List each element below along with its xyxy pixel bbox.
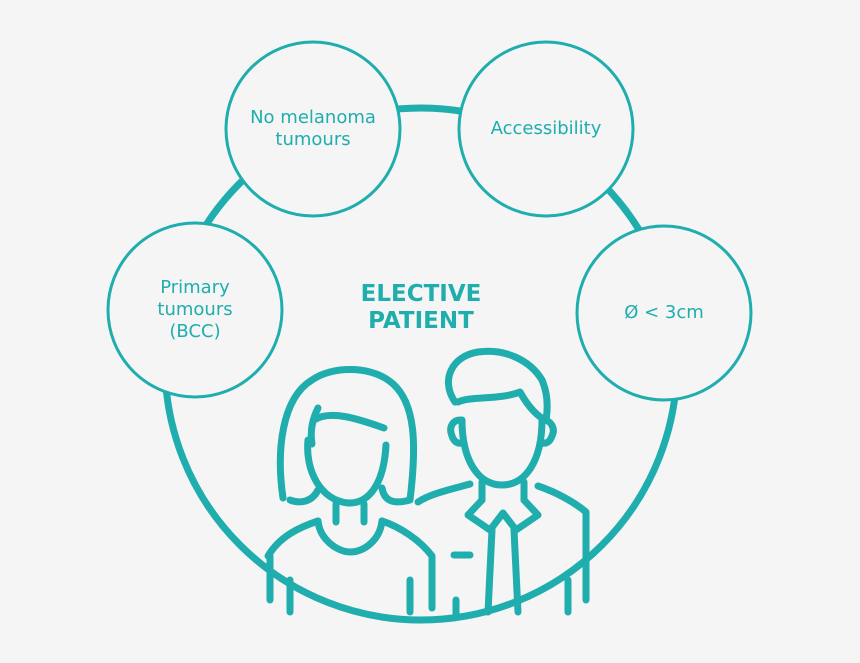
node-circle-primary-tumours (106, 221, 284, 399)
node-label-no-melanoma: No melanoma tumours (250, 107, 376, 150)
patients-couple-icon (264, 347, 590, 618)
node-label-accessibility: Accessibility (490, 118, 602, 139)
node-label-primary-tumours: Primary tumours (BCC) (157, 277, 233, 342)
woman-icon (264, 366, 436, 616)
center-label-elective-patient: ELECTIVE PATIENT (360, 281, 482, 334)
node-label-diameter: Ø < 3cm (624, 302, 704, 323)
node-circle-accessibility (457, 40, 635, 218)
node-circle-diameter (575, 224, 753, 402)
man-icon (414, 347, 590, 618)
node-circle-no-melanoma (224, 40, 402, 218)
